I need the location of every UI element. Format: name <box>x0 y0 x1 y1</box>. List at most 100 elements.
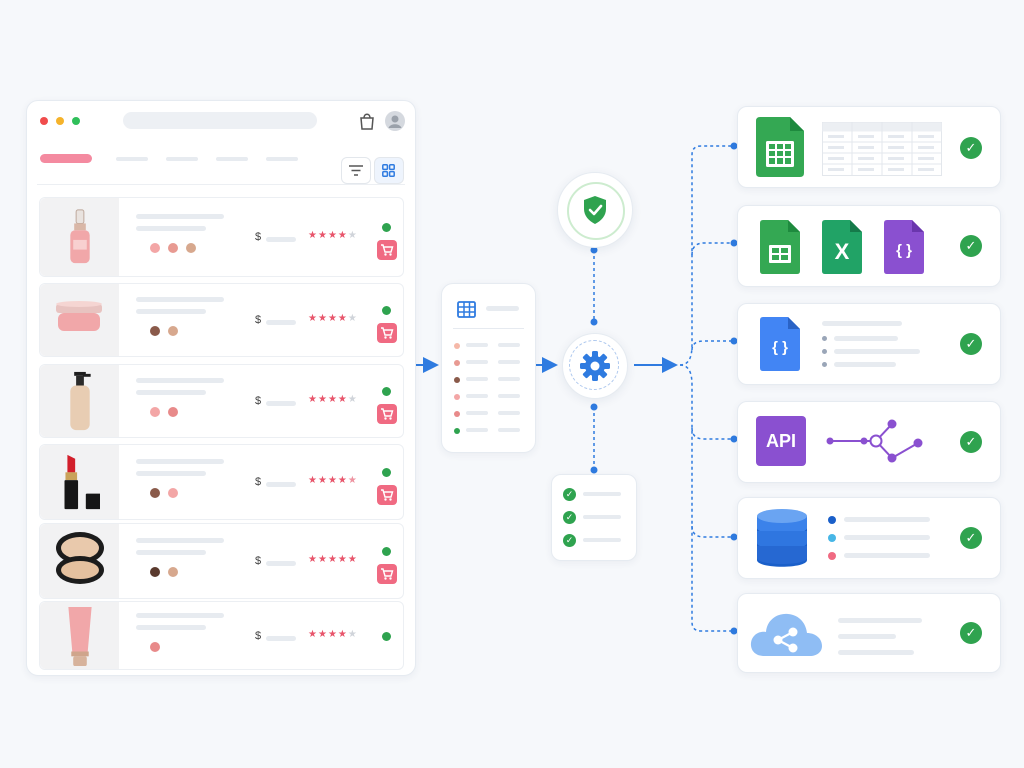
product-row[interactable]: $ ★★★★★ <box>39 283 404 357</box>
maximize-window-dot[interactable] <box>72 117 80 125</box>
table-cell <box>498 360 520 364</box>
color-swatch[interactable] <box>150 326 160 336</box>
table-cell <box>466 394 488 398</box>
foundation-bottle-icon <box>69 371 91 431</box>
json-braces: { } <box>772 339 788 356</box>
table-divider <box>453 328 524 329</box>
color-swatch[interactable] <box>150 243 160 253</box>
output-database-card[interactable]: ✓ <box>737 497 1001 579</box>
table-row-marker <box>454 428 460 434</box>
shopping-bag-icon[interactable] <box>359 112 375 130</box>
cart-icon <box>381 568 394 580</box>
nav-tab[interactable] <box>266 157 298 161</box>
color-swatch[interactable] <box>150 641 160 652</box>
color-swatch[interactable] <box>150 407 160 417</box>
json-file-icon: { } <box>760 317 800 371</box>
product-row[interactable]: $ ★★★★★ <box>39 601 404 670</box>
in-stock-indicator <box>382 223 391 232</box>
color-swatch[interactable] <box>150 567 160 577</box>
output-spreadsheet-card[interactable]: ✓ <box>737 106 1001 188</box>
rating-star-icon: ★ <box>337 628 348 640</box>
in-stock-indicator <box>382 387 391 396</box>
product-subtitle <box>136 550 206 555</box>
product-row[interactable]: $ ★★★★★ <box>39 197 404 277</box>
color-swatch[interactable] <box>168 567 178 577</box>
close-window-dot[interactable] <box>40 117 48 125</box>
network-graph-icon <box>826 419 923 463</box>
rating-star-icon: ★ <box>308 313 318 324</box>
product-image <box>40 602 119 669</box>
add-to-cart-button[interactable] <box>377 485 397 505</box>
currency-symbol: $ <box>255 395 262 407</box>
output-json-card[interactable]: { } ✓ <box>737 303 1001 385</box>
validation-check-icon: ✓ <box>563 511 576 524</box>
nav-active-tab[interactable] <box>40 154 92 163</box>
rating-star-icon: ★ <box>327 475 338 486</box>
rating-star-icon: ★ <box>308 394 318 405</box>
product-rating: ★★★★★ <box>308 230 358 241</box>
rating-star-icon: ★ <box>308 475 318 486</box>
rating-star-icon: ★ <box>308 628 318 640</box>
success-check-icon: ✓ <box>960 333 982 355</box>
avatar[interactable] <box>385 111 405 131</box>
nav-tab[interactable] <box>166 157 198 161</box>
table-title <box>486 306 519 311</box>
nav-tab[interactable] <box>216 157 248 161</box>
rating-star-icon: ★ <box>337 475 348 486</box>
json-file-icon: { } <box>884 220 924 274</box>
output-api-card[interactable]: API ✓ <box>737 401 1001 483</box>
currency-symbol: $ <box>255 629 262 642</box>
database-icon <box>757 509 807 567</box>
validation-label <box>583 515 621 519</box>
table-cell <box>466 343 488 347</box>
product-price <box>266 482 296 487</box>
output-cloud-card[interactable]: ✓ <box>737 593 1001 673</box>
table-cell <box>466 411 488 415</box>
color-swatch[interactable] <box>168 407 178 417</box>
product-image <box>40 445 119 519</box>
product-row[interactable]: $ ★★★★★ <box>39 523 404 599</box>
success-check-icon: ✓ <box>960 527 982 549</box>
grid-view-button[interactable] <box>374 157 404 184</box>
filter-button[interactable] <box>341 157 371 184</box>
add-to-cart-button[interactable] <box>377 564 397 584</box>
product-rating: ★★★★★ <box>308 394 358 405</box>
address-bar[interactable] <box>123 112 317 129</box>
cart-icon <box>381 244 394 256</box>
grid-view-icon <box>382 164 395 177</box>
product-row[interactable]: $ ★★★★★ <box>39 444 404 520</box>
color-swatch[interactable] <box>168 326 178 336</box>
validation-check-icon: ✓ <box>563 488 576 501</box>
color-swatch[interactable] <box>168 488 178 498</box>
color-swatch[interactable] <box>168 243 178 253</box>
cart-icon <box>381 489 394 501</box>
api-label: API <box>765 431 796 451</box>
rating-star-icon: ★ <box>337 313 348 324</box>
product-row[interactable]: $ ★★★★★ <box>39 364 404 438</box>
rating-star-icon: ★ <box>327 313 338 324</box>
nav-tab[interactable] <box>116 157 148 161</box>
api-icon: API <box>756 416 806 466</box>
product-price <box>266 561 296 566</box>
currency-symbol: $ <box>255 231 262 243</box>
minimize-window-dot[interactable] <box>56 117 64 125</box>
rating-star-icon: ★ <box>337 230 348 241</box>
add-to-cart-button[interactable] <box>377 323 397 343</box>
success-check-icon: ✓ <box>960 137 982 159</box>
product-image <box>40 284 119 356</box>
currency-symbol: $ <box>255 314 262 326</box>
table-cell <box>466 377 488 381</box>
add-to-cart-button[interactable] <box>377 404 397 424</box>
structured-table-card <box>441 283 536 453</box>
rating-star-icon: ★ <box>317 394 328 405</box>
output-file-formats-card[interactable]: X { } ✓ <box>737 205 1001 287</box>
json-braces: { } <box>896 242 912 259</box>
color-swatch[interactable] <box>186 243 196 253</box>
color-swatch[interactable] <box>150 488 160 498</box>
rating-star-icon: ★ <box>347 628 358 640</box>
add-to-cart-button[interactable] <box>377 240 397 260</box>
table-cell <box>498 377 520 381</box>
product-title <box>136 612 224 618</box>
product-image <box>40 198 119 276</box>
